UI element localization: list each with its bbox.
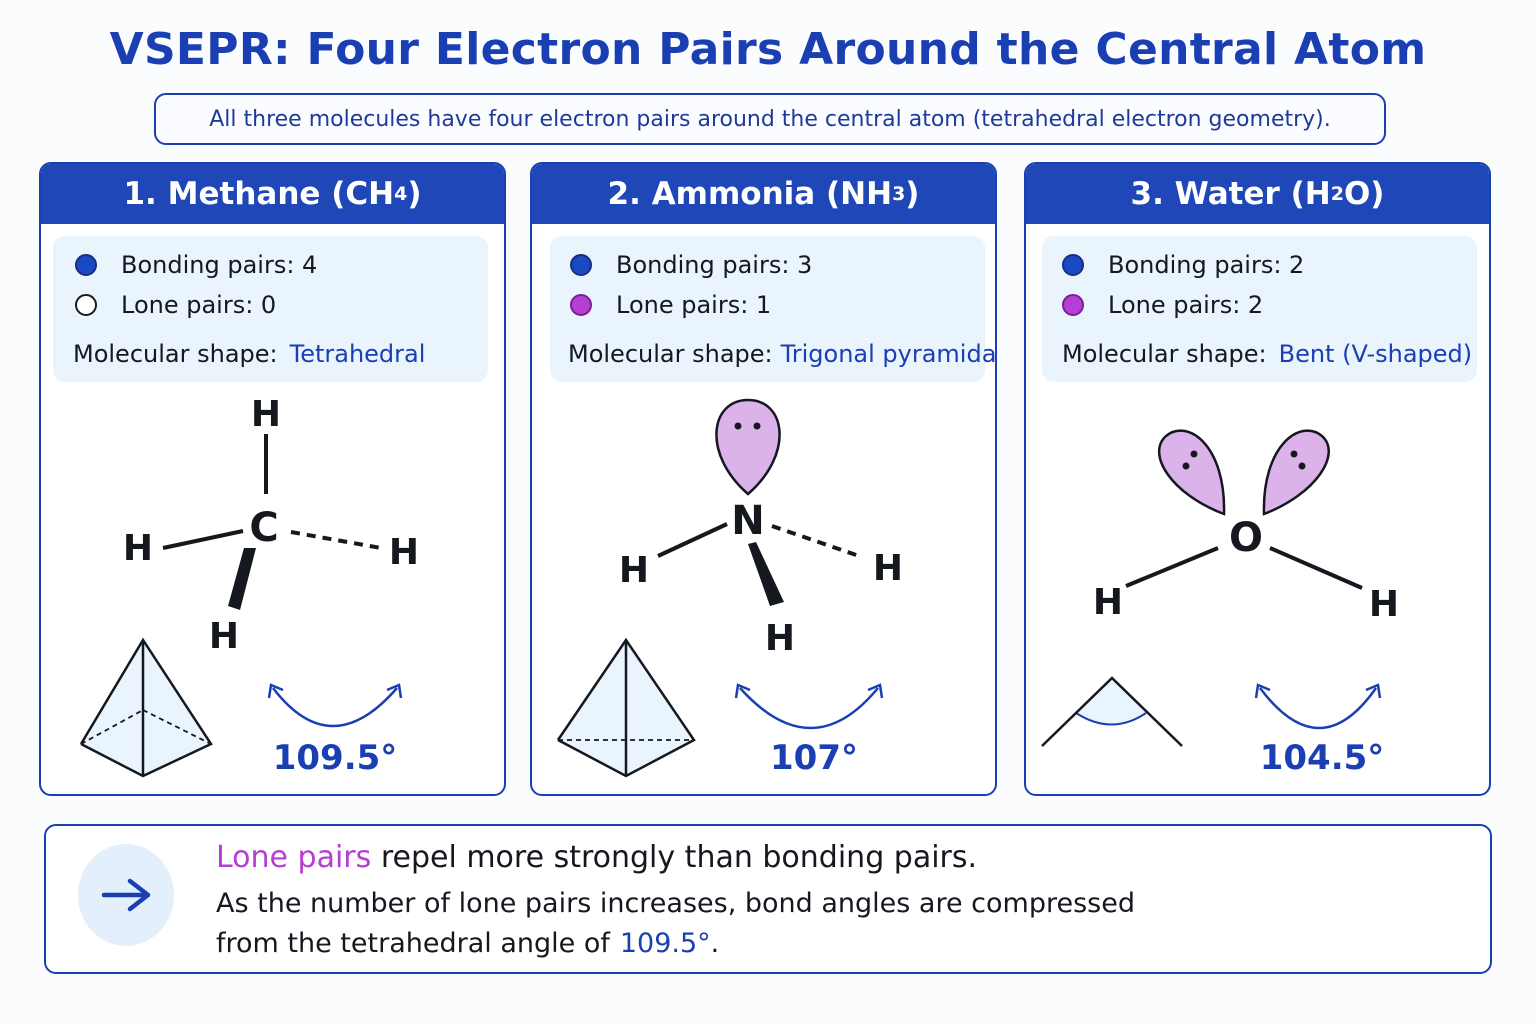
bond-line-right — [1269, 546, 1363, 590]
summary-line-1: Lone pairs repel more strongly than bond… — [216, 840, 977, 875]
panel-number: 2. — [607, 176, 641, 212]
bond-dashed-right — [290, 530, 382, 550]
lone-pair-dot-icon — [1062, 294, 1084, 316]
formula-tail: O) — [1343, 176, 1385, 212]
bonding-pairs-row: Bonding pairs: 4 — [75, 251, 317, 279]
ammonia-structure: N H H H — [556, 398, 903, 778]
summary-box: Lone pairs repel more strongly than bond… — [44, 824, 1492, 974]
summary-angle-value: 109.5° — [619, 928, 711, 959]
molecule-name: Methane — [167, 176, 321, 212]
formula-main: (NH — [826, 176, 893, 212]
formula-main: (CH — [331, 176, 395, 212]
shape-label: Molecular shape: — [73, 340, 278, 368]
lone-pairs-row: Lone pairs: 0 — [75, 291, 276, 319]
central-atom: N — [731, 498, 764, 544]
formula-subscript: 2 — [1330, 183, 1344, 205]
angle-arc-icon — [267, 683, 403, 728]
h-atom-right: H — [1369, 584, 1399, 625]
shape-value: Trigonal pyramidal — [780, 340, 997, 368]
formula-main: (H — [1290, 176, 1331, 212]
bond-angle-value: 107° — [770, 738, 858, 778]
summary-line-3-end: . — [710, 928, 720, 959]
lone-pairs-row: Lone pairs: 1 — [570, 291, 771, 319]
lone-pair-lobe-right — [1262, 429, 1330, 516]
h-atom-right: H — [389, 532, 419, 573]
info-box: Bonding pairs: 4 Lone pairs: 0 Molecular… — [53, 236, 488, 382]
bond-line-left — [162, 529, 244, 550]
lone-pair-dot-icon — [570, 294, 592, 316]
bonding-pair-dot-icon — [1062, 254, 1084, 276]
subtitle-text: All three molecules have four electron p… — [209, 106, 1331, 132]
formula-subscript: 4 — [394, 183, 408, 205]
molecular-shape-row: Molecular shape: Tetrahedral — [73, 340, 425, 368]
tetrahedron-icon — [79, 637, 213, 778]
h-atom-top: H — [251, 394, 281, 435]
bent-shape-icon — [1041, 676, 1183, 747]
molecule-name: Water — [1174, 176, 1280, 212]
panel-number: 3. — [1130, 176, 1164, 212]
bond-wedge — [748, 542, 784, 606]
water-structure: O H H — [1041, 429, 1399, 747]
bonding-pairs-label: Bonding pairs: 2 — [1108, 251, 1305, 279]
bond-angle-value: 104.5° — [1259, 738, 1385, 778]
central-atom: O — [1229, 515, 1263, 561]
summary-highlight: Lone pairs — [216, 840, 372, 875]
h-atom-right: H — [873, 548, 903, 589]
lone-pair-lobe — [715, 398, 781, 496]
h-atom-left: H — [619, 550, 649, 591]
summary-line-3: from the tetrahedral angle of 109.5°. — [216, 928, 719, 959]
angle-arc-icon — [734, 683, 884, 730]
bonding-pairs-row: Bonding pairs: 2 — [1062, 251, 1304, 279]
summary-line-2: As the number of lone pairs increases, b… — [216, 888, 1135, 919]
lone-pairs-label: Lone pairs: 1 — [616, 291, 772, 319]
bonding-pairs-label: Bonding pairs: 3 — [616, 251, 813, 279]
formula-tail: ) — [407, 176, 422, 212]
h-atom-bottom: H — [209, 616, 239, 657]
subtitle-banner: All three molecules have four electron p… — [154, 93, 1386, 145]
bonding-pairs-row: Bonding pairs: 3 — [570, 251, 812, 279]
methane-structure: H C H H H — [79, 394, 419, 778]
angle-arc-icon — [1254, 683, 1382, 730]
empty-dot-icon — [75, 294, 97, 316]
trigonal-pyramid-icon — [556, 637, 696, 778]
lone-pairs-label: Lone pairs: 0 — [121, 291, 277, 319]
lone-pair-lobe-left — [1157, 429, 1226, 516]
shape-label: Molecular shape: — [568, 340, 773, 368]
bonding-pair-dot-icon — [570, 254, 592, 276]
page-title: VSEPR: Four Electron Pairs Around the Ce… — [109, 24, 1427, 75]
info-box: Bonding pairs: 2 Lone pairs: 2 Molecular… — [1042, 236, 1477, 382]
formula-subscript: 3 — [892, 183, 906, 205]
h-atom-left: H — [123, 528, 153, 569]
bond-dashed-right — [771, 524, 863, 559]
lone-pairs-label: Lone pairs: 2 — [1108, 291, 1264, 319]
shape-label: Molecular shape: — [1062, 340, 1267, 368]
h-atom-left: H — [1093, 582, 1123, 623]
lone-pairs-row: Lone pairs: 2 — [1062, 291, 1263, 319]
info-box: Bonding pairs: 3 Lone pairs: 1 Molecular… — [550, 236, 995, 382]
shape-value: Tetrahedral — [289, 340, 426, 368]
bond-line-left — [1125, 546, 1219, 588]
bond-line-left — [657, 522, 728, 558]
molecule-name: Ammonia — [651, 176, 816, 212]
h-atom-bottom: H — [765, 618, 795, 659]
molecular-shape-row: Molecular shape:Trigonal pyramidal — [568, 340, 997, 368]
panel-number: 1. — [123, 176, 157, 212]
summary-line-1-rest: repel more strongly than bonding pairs. — [380, 840, 978, 875]
shape-value: Bent (V-shaped) — [1278, 340, 1473, 368]
molecular-shape-row: Molecular shape: Bent (V-shaped) — [1062, 340, 1472, 368]
bond-wedge — [228, 548, 256, 610]
arrow-right-icon — [78, 844, 174, 946]
formula-tail: ) — [905, 176, 920, 212]
bonding-pairs-label: Bonding pairs: 4 — [121, 251, 318, 279]
bond-angle-value: 109.5° — [272, 738, 398, 778]
central-atom: C — [249, 505, 278, 551]
summary-line-3-text: from the tetrahedral angle of — [216, 928, 610, 959]
bonding-pair-dot-icon — [75, 254, 97, 276]
